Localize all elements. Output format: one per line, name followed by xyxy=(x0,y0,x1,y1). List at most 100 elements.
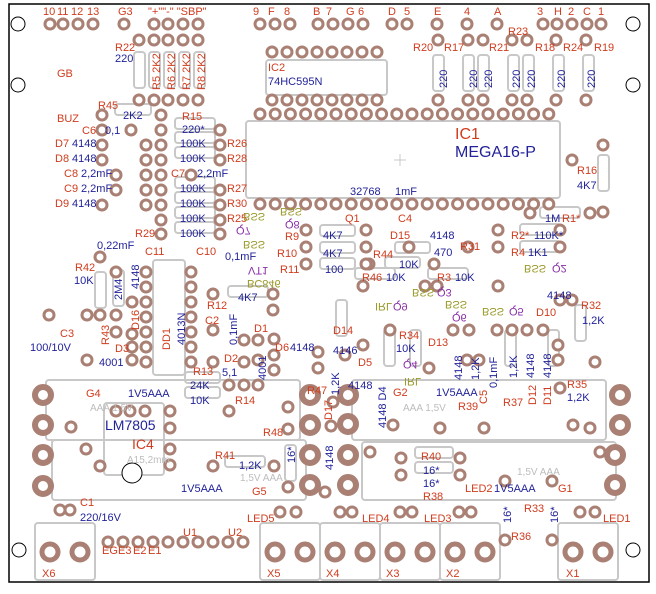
component-value: 1,2K xyxy=(470,357,482,380)
component-value: 4146 xyxy=(333,345,358,357)
pad xyxy=(375,197,389,211)
pad xyxy=(311,17,325,31)
component-designator: R30 xyxy=(227,198,248,210)
pad xyxy=(466,107,480,121)
connector-pad xyxy=(116,535,130,549)
component-value: 4148 xyxy=(72,198,97,210)
pad xyxy=(283,197,297,211)
component-designator: R47 xyxy=(307,385,328,397)
component-designator: 8 xyxy=(284,6,291,18)
component-designator: F xyxy=(268,6,275,18)
component-value: BSS xyxy=(412,286,435,298)
pad xyxy=(460,353,474,367)
component-designator: IC4 xyxy=(132,436,154,452)
resistor-body xyxy=(174,131,216,144)
component-designator: D15 xyxy=(390,230,411,242)
component-value: 1V5AAA xyxy=(128,388,170,400)
pad xyxy=(139,138,153,152)
mounting-hole xyxy=(11,542,27,558)
pad xyxy=(251,333,265,347)
terminal-pad xyxy=(264,541,286,563)
component-designator: 10 xyxy=(43,6,56,18)
pad xyxy=(281,422,295,436)
component-designator: C11 xyxy=(145,246,165,258)
component-designator: C4 xyxy=(398,213,413,225)
component-value: 16* xyxy=(423,478,440,490)
component-outline xyxy=(351,379,607,441)
battery-pad xyxy=(32,384,54,406)
pad xyxy=(553,223,567,237)
pad xyxy=(390,107,404,121)
pad xyxy=(283,107,297,121)
component-outline xyxy=(245,120,561,199)
pad xyxy=(329,197,343,211)
component-value: 220 xyxy=(511,69,523,88)
battery-pad xyxy=(299,474,321,496)
pad xyxy=(109,168,123,182)
component-designator: R46 xyxy=(362,272,383,284)
pad xyxy=(324,419,338,433)
component-designator: C6 xyxy=(82,125,97,137)
pad xyxy=(253,17,267,31)
pad xyxy=(176,17,190,31)
pad xyxy=(344,197,358,211)
component-designator: C xyxy=(583,6,591,18)
component-value: 4148 xyxy=(290,342,315,354)
component-value: 2,2mF xyxy=(81,168,113,180)
resistor-body xyxy=(148,51,161,89)
pad xyxy=(184,355,198,369)
pad xyxy=(385,17,399,31)
resistor-body xyxy=(319,224,356,237)
component-value: 10K xyxy=(190,395,210,407)
component-value: BSS xyxy=(524,262,547,274)
pad xyxy=(394,451,408,465)
component-value: 220 xyxy=(438,69,450,88)
pad xyxy=(359,257,373,271)
battery-pad xyxy=(337,444,359,466)
pad xyxy=(163,404,177,418)
pad xyxy=(386,418,400,432)
pad xyxy=(125,340,139,354)
pad xyxy=(268,197,282,211)
pad xyxy=(359,197,373,211)
pad xyxy=(154,168,168,182)
pad xyxy=(491,240,505,254)
pad xyxy=(356,279,370,293)
component-designator: R22 xyxy=(115,42,136,54)
pad xyxy=(520,33,534,47)
component-designator: 6 xyxy=(358,6,365,18)
pad xyxy=(511,107,525,121)
component-value: 4148 xyxy=(525,353,537,378)
component-value: VT1 xyxy=(248,264,269,276)
component-designator: 13 xyxy=(87,6,100,18)
pad xyxy=(154,183,168,197)
component-value: 1K1 xyxy=(528,247,548,259)
pad xyxy=(176,93,190,107)
pad xyxy=(267,348,281,362)
pad xyxy=(311,345,325,359)
component-value: 32768 xyxy=(350,186,381,198)
pad xyxy=(283,17,297,31)
resistor-body xyxy=(552,54,565,92)
component-designator: R26 xyxy=(227,138,248,150)
component-value: Q5 xyxy=(509,305,524,317)
pad xyxy=(139,355,153,369)
pad xyxy=(95,153,109,167)
pad xyxy=(464,505,478,519)
component-designator: IC1 xyxy=(455,126,480,143)
pad xyxy=(253,197,267,211)
pad xyxy=(453,468,467,482)
component-designator: G5 xyxy=(252,486,267,498)
pad xyxy=(511,197,525,211)
pad xyxy=(206,355,220,369)
component-designator: C3 xyxy=(60,328,75,340)
pad xyxy=(253,107,267,121)
pad xyxy=(476,33,490,47)
component-designator: R41 xyxy=(215,450,236,462)
pad xyxy=(109,183,123,197)
pad xyxy=(553,240,567,254)
pad xyxy=(206,459,220,473)
pad xyxy=(461,240,475,254)
component-value: BSS xyxy=(243,210,266,222)
